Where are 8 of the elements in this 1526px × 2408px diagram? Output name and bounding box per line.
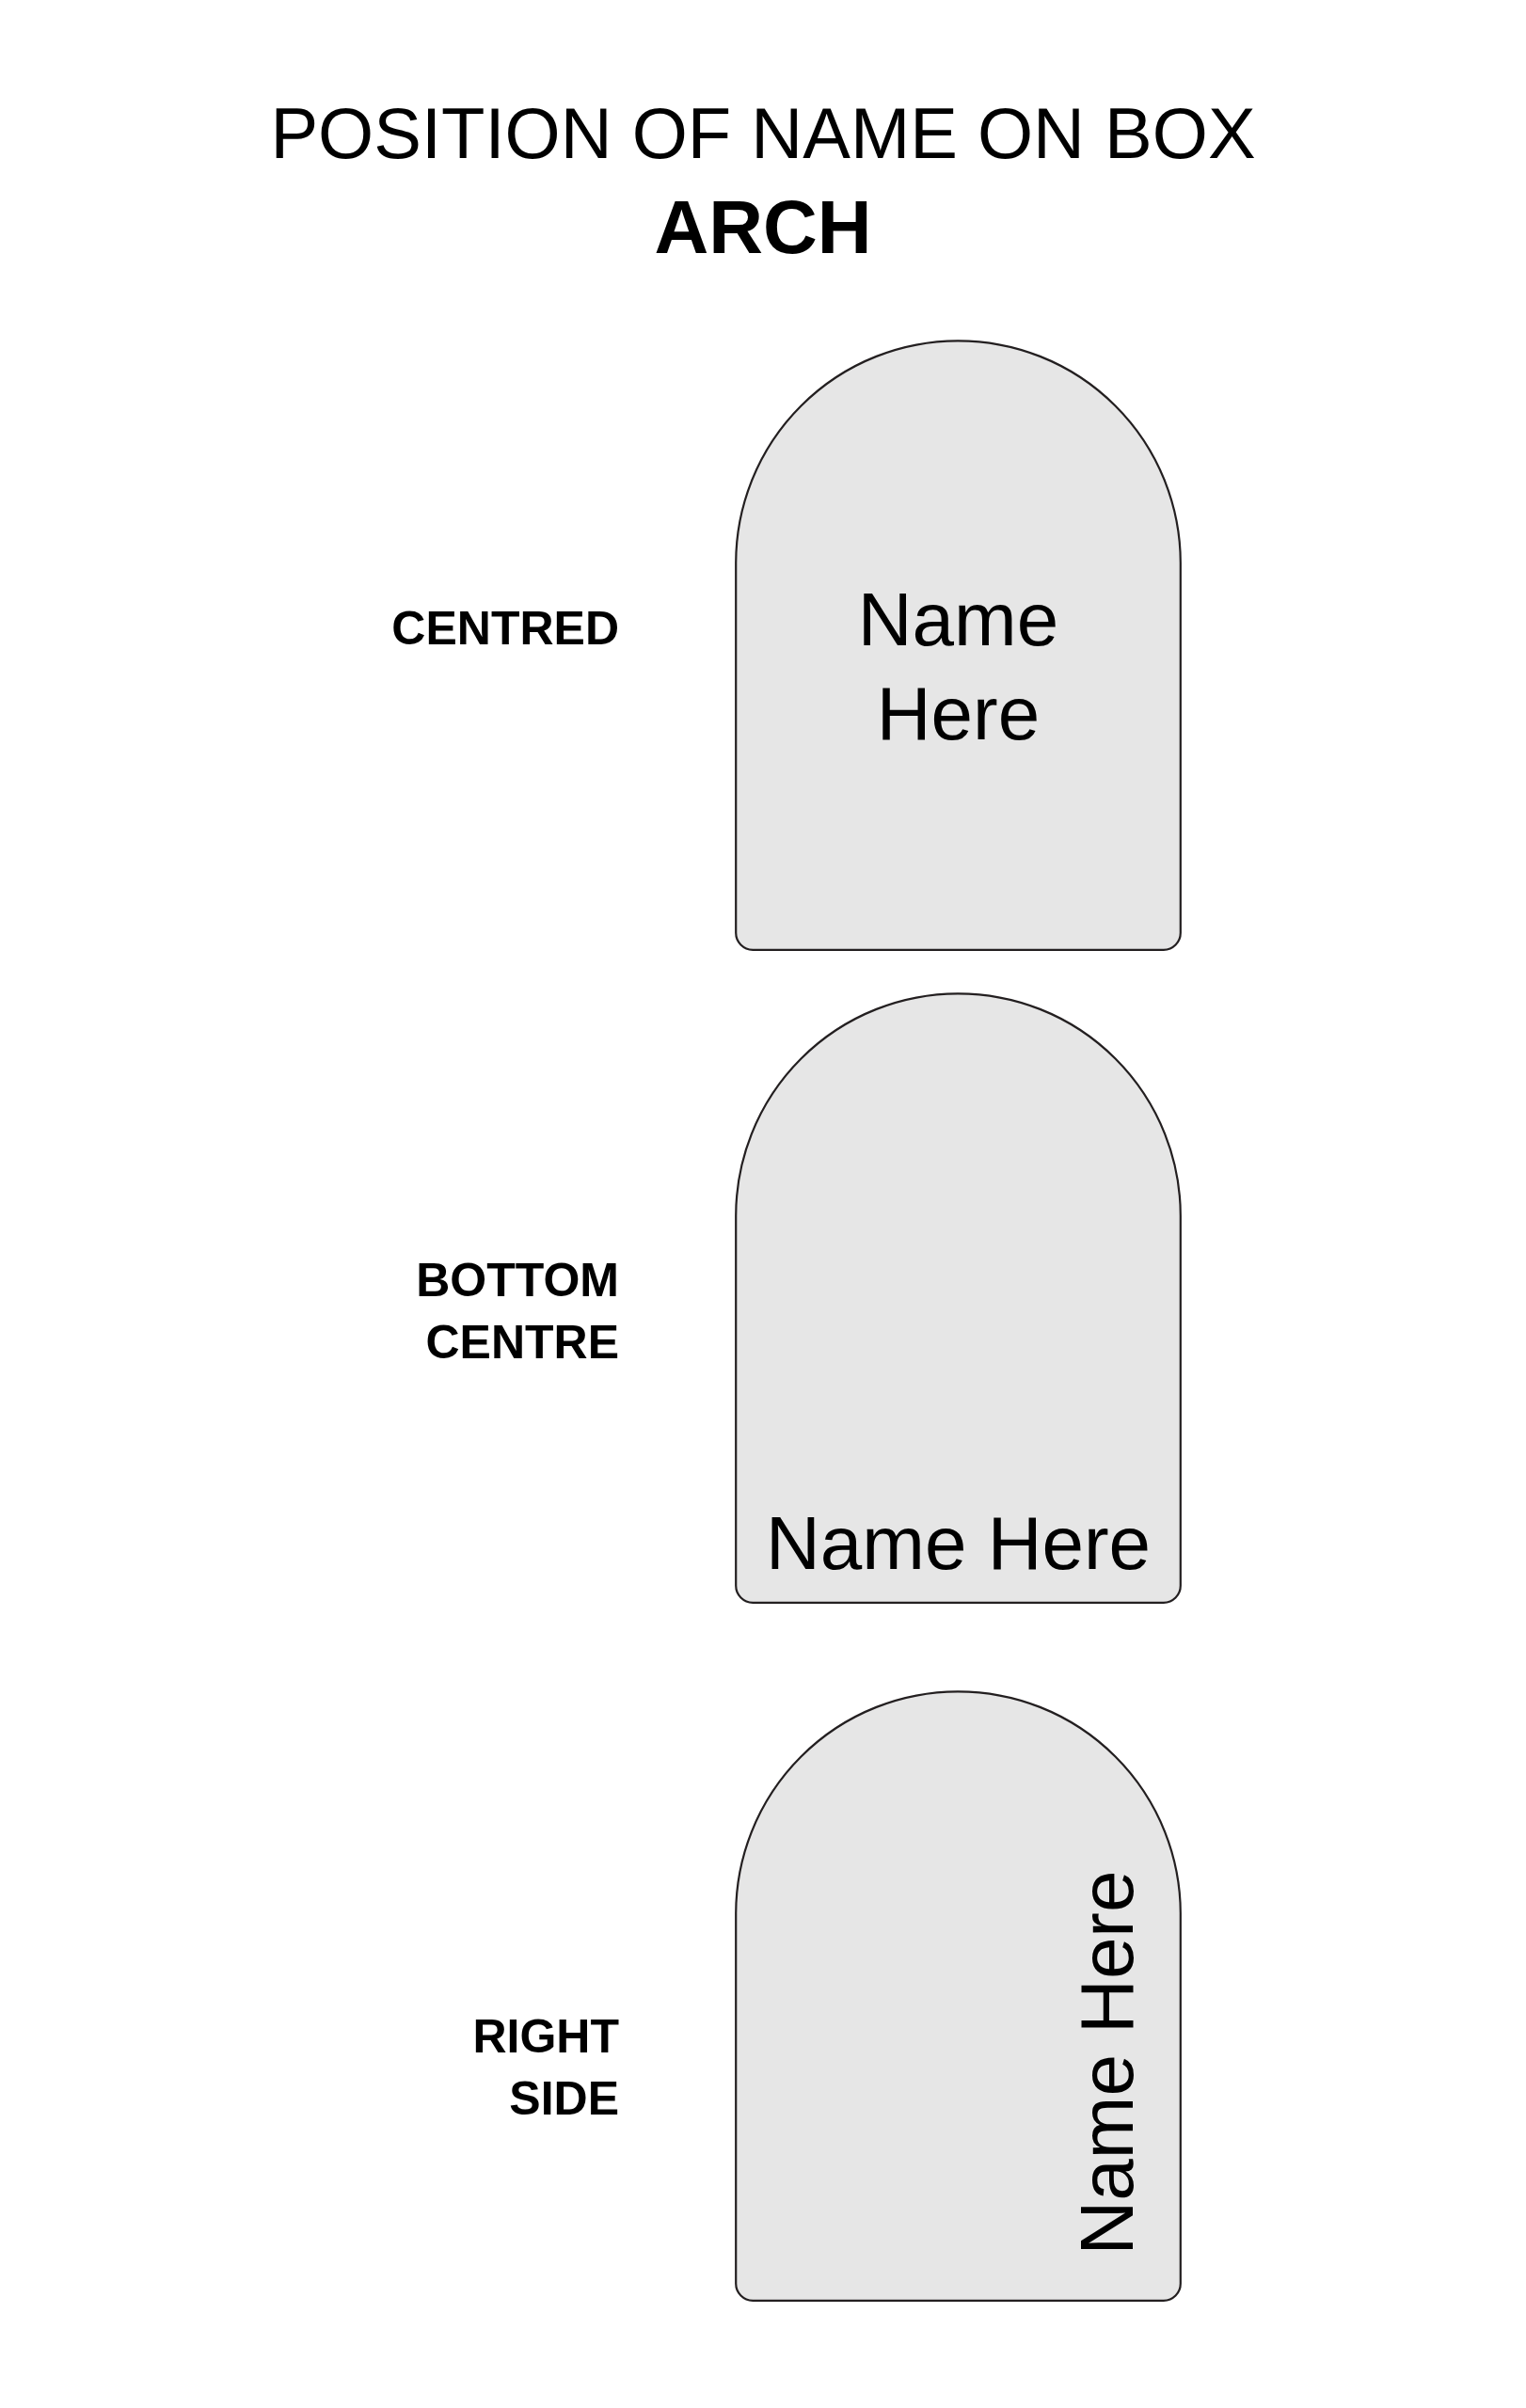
title: POSITION OF NAME ON BOX (270, 92, 1256, 175)
name-text: Name Here (856, 577, 1060, 757)
position-label: RIGHT SIDE (471, 2009, 619, 2127)
position-label: BOTTOM CENTRE (415, 1253, 619, 1370)
subtitle: ARCH (654, 184, 872, 271)
name-text: Name Here (766, 1500, 1152, 1587)
position-label: CENTRED (390, 601, 619, 657)
name-text: Name Here (1066, 1870, 1147, 2256)
